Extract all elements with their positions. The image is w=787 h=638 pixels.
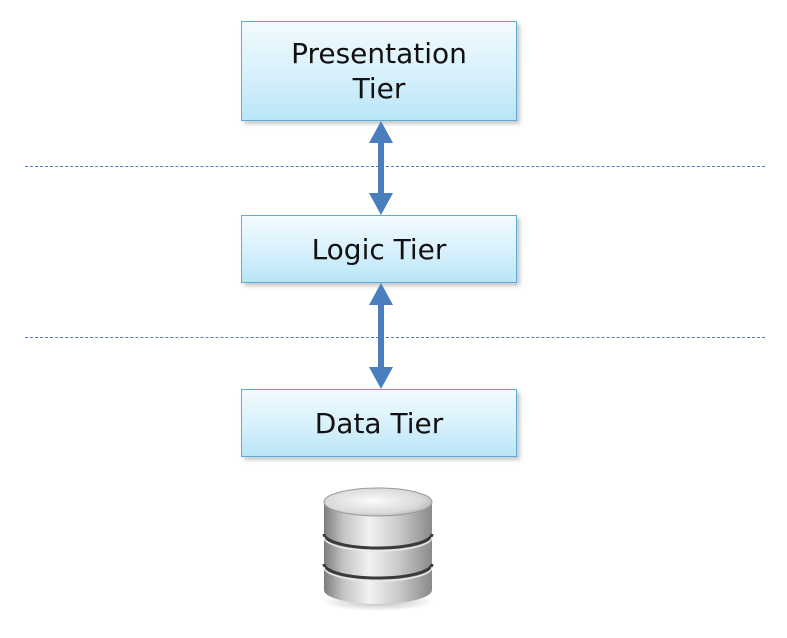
logic-tier-box: Logic Tier — [241, 215, 517, 283]
presentation-tier-box: Presentation Tier — [241, 21, 517, 121]
presentation-tier-label: Presentation Tier — [291, 36, 467, 106]
data-tier-box: Data Tier — [241, 389, 517, 457]
presentation-tier-label-line2: Tier — [352, 72, 406, 105]
logic-tier-label: Logic Tier — [311, 232, 447, 266]
database-icon — [322, 487, 434, 611]
double-headed-arrow-icon — [369, 283, 393, 389]
tier-divider-2 — [25, 337, 765, 338]
presentation-tier-label-line1: Presentation — [291, 37, 467, 70]
double-headed-arrow-icon — [369, 121, 393, 215]
tier-divider-1 — [25, 166, 765, 167]
data-tier-label: Data Tier — [314, 406, 444, 440]
